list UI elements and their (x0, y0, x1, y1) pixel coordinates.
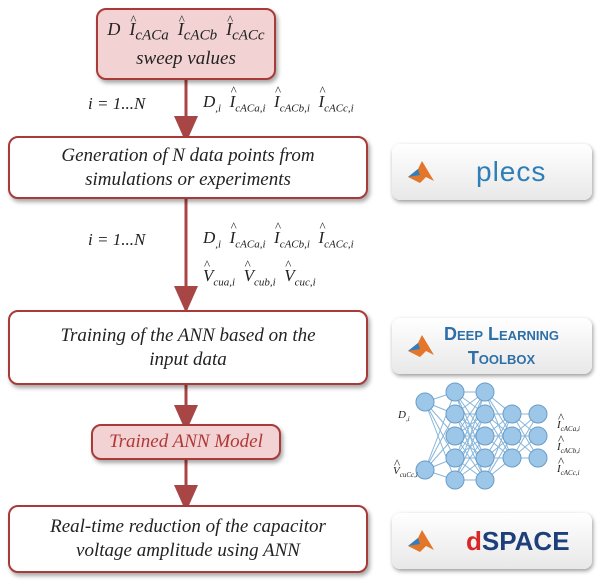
voltage-indexed-variables: Vcua,i Vcub,i Vcuc,i (203, 257, 316, 288)
loop-index-label-1: i = 1...N (88, 94, 146, 113)
training-box-text: Training of the ANN based on the input d… (60, 324, 316, 370)
dlt-line-1: Deep Learning (444, 324, 559, 344)
deep-learning-toolbox-text: Deep Learning Toolbox (444, 322, 559, 370)
nn-node (475, 448, 495, 468)
sweep-variables: D IcACa IcACb IcACc (107, 8, 264, 48)
nn-node (445, 470, 465, 490)
nn-output-label-a: IcACa,i (557, 410, 580, 433)
nn-node (415, 392, 435, 412)
nn-node (502, 448, 522, 468)
dspace-tool-badge: dSPACE (392, 513, 592, 569)
nn-node (528, 426, 548, 446)
training-box: Training of the ANN based on the input d… (8, 310, 368, 385)
nn-connection (424, 391, 456, 471)
nn-connection (454, 413, 486, 481)
matlab-icon (408, 161, 434, 183)
nn-node (445, 426, 465, 446)
dspace-logo-rest: SPACE (481, 525, 570, 556)
sweep-values-box: D IcACa IcACb IcACc sweep values (96, 8, 276, 80)
generated-indexed-variables: D,i IcACa,i IcACb,i IcACc,i (203, 219, 354, 250)
nn-connection (424, 413, 456, 471)
nn-connection (454, 391, 486, 459)
nn-node (528, 448, 548, 468)
nn-output-label-b: IcACb,i (557, 432, 580, 455)
sweep-values-label: sweep values (136, 48, 236, 70)
nn-node (445, 404, 465, 424)
nn-input-label-v: VcuCc,i (393, 456, 418, 479)
generation-box: Generation of N data points from simulat… (8, 136, 368, 199)
dspace-logo-text: dSPACE (466, 526, 570, 557)
nn-node (475, 404, 495, 424)
trained-ann-box-text: Trained ANN Model (109, 431, 263, 452)
nn-input-label-d: D,i (398, 409, 410, 424)
nn-node (415, 460, 435, 480)
matlab-icon (408, 335, 434, 357)
dspace-logo-d: d (466, 525, 482, 556)
deep-learning-toolbox-badge: Deep Learning Toolbox (392, 318, 592, 374)
nn-node (475, 426, 495, 446)
nn-output-label-c: IcACc,i (557, 454, 580, 477)
realtime-box: Real-time reduction of the capacitor vol… (8, 505, 368, 573)
nn-node (445, 382, 465, 402)
nn-connection (484, 413, 513, 481)
generation-box-text: Generation of N data points from simulat… (61, 144, 315, 190)
loop-index-label-2: i = 1...N (88, 230, 146, 249)
trained-ann-box: Trained ANN Model (91, 424, 281, 460)
dlt-line-2: Toolbox (467, 348, 536, 368)
sweep-indexed-variables: D,i IcACa,i IcACb,i IcACc,i (203, 83, 354, 114)
nn-node (502, 426, 522, 446)
plecs-tool-badge: plecs (392, 144, 592, 200)
plecs-logo-text: plecs (476, 156, 547, 187)
nn-node (475, 382, 495, 402)
realtime-box-text: Real-time reduction of the capacitor vol… (50, 516, 326, 561)
nn-node (528, 404, 548, 424)
matlab-icon (408, 530, 434, 552)
nn-nodes (415, 382, 548, 490)
nn-node (445, 448, 465, 468)
nn-node (475, 470, 495, 490)
nn-node (502, 404, 522, 424)
